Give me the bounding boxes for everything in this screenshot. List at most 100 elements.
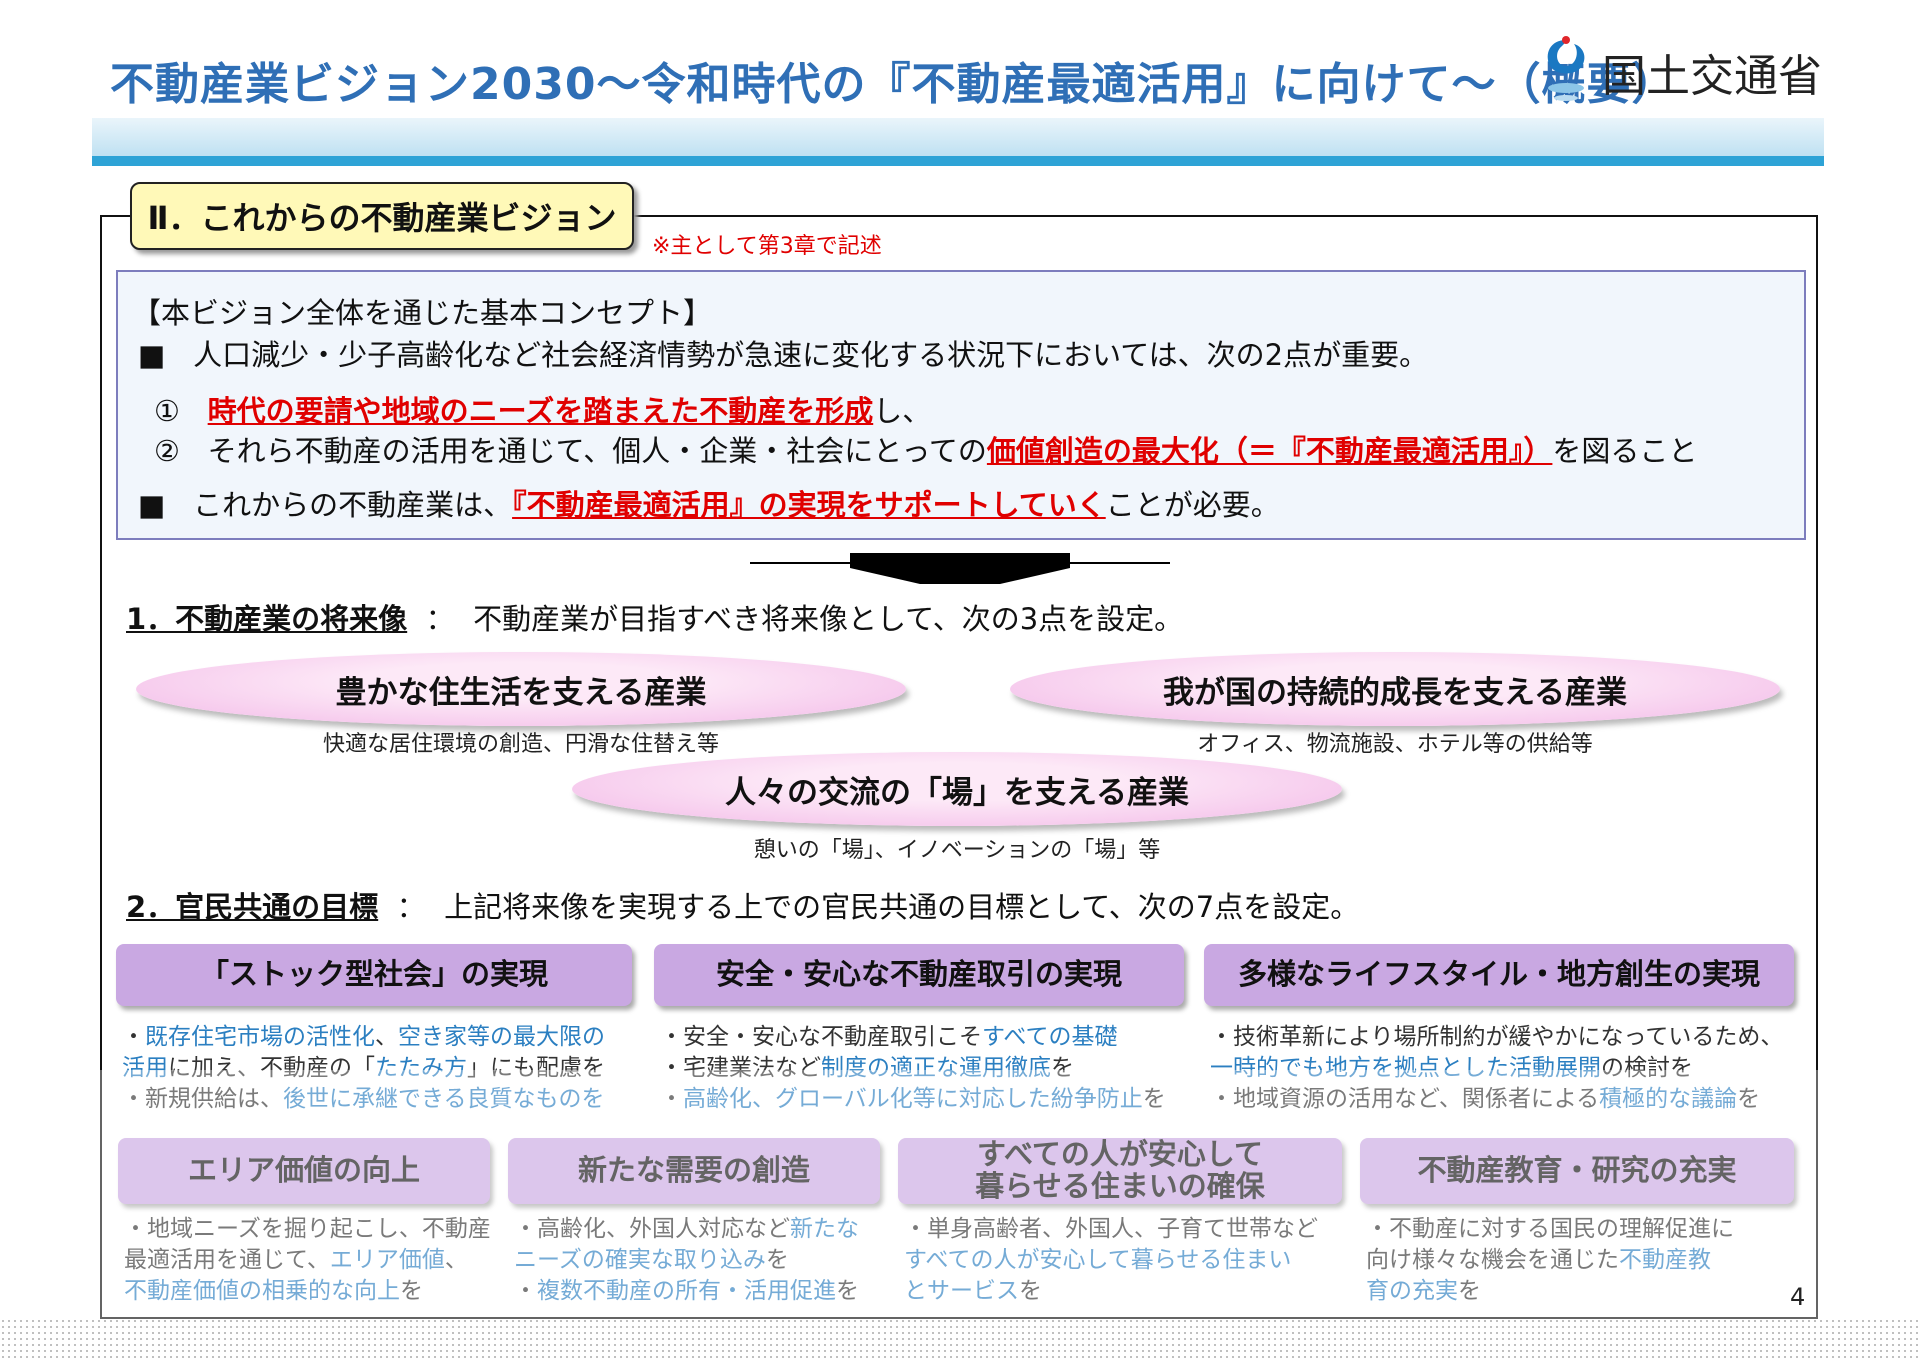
goal-box-1-2: 安全・安心な不動産取引の実現 [654,944,1184,1006]
goal-desc-segment: すべての基礎 [982,1024,1118,1050]
future-heading: 1．不動産業の将来像 [126,602,408,636]
goal-desc-segment: ニーズの確実な取り込み [514,1247,766,1273]
future-text: 不動産業が目指すべき将来像として、次の3点を設定。 [473,602,1184,636]
goal-desc-segment: を [400,1278,423,1304]
goal-desc-line: 一時的でも地方を拠点とした活動展開の検討を [1210,1053,1810,1084]
goal-desc-segment: とサービス [904,1278,1019,1304]
goal-desc-segment: 、 [375,1024,398,1050]
concept-item-1-rest: し、 [873,394,932,428]
goal-desc-segment: を [1142,1086,1166,1112]
concept-heading: 【本ビジョン全体を通じた基本コンセプト】 [132,296,713,330]
goal-desc-segment: ・地域資源の活用など、関係者による [1210,1086,1600,1112]
goal-desc-2-2: ・高齢化、外国人対応など新たなニーズの確実な取り込みを・複数不動産の所有・活用促… [514,1214,896,1307]
goal-desc-segment: 空き家等の最大限の [398,1024,605,1050]
goal-desc-segment: ・宅建業法など [660,1055,821,1081]
goal-desc-line: ・単身高齢者、外国人、子育て世帯など [904,1214,1358,1245]
goal-box-2-1: エリア価値の向上 [118,1138,490,1204]
goal-desc-2-4: ・不動産に対する国民の理解促進に向け様々な機会を通じた不動産教育の充実を [1366,1214,1810,1307]
goal-desc-segment: たたみ方 [375,1055,467,1081]
goal-desc-line: ・高齢化、グローバル化等に対応した紛争防止を [660,1084,1200,1115]
goal-desc-line: ・地域資源の活用など、関係者による積極的な議論を [1210,1084,1810,1115]
goal-desc-segment: ・単身高齢者、外国人、子育て世帯など [904,1216,1318,1242]
goal-desc-line: ・地域ニーズを掘り起こし、不動産 [124,1214,506,1245]
concept-bullet-2: ■ これからの不動産業は、『不動産最適活用』の実現をサポートしていくことが必要。 [138,482,1280,524]
goal-desc-segment: 高齢化、グローバル化等に対応した紛争防止 [683,1086,1143,1112]
goal-desc-segment: 制度の適正な運用徹底 [821,1055,1051,1081]
goal-desc-line: ・高齢化、外国人対応など新たな [514,1214,896,1245]
goal-desc-line: すべての人が安心して暮らせる住まい [904,1245,1358,1276]
goal-desc-segment: を [1051,1055,1074,1081]
concept-bullet-1: ■ 人口減少・少子高齢化など社会経済情勢が急速に変化する状況下においては、次の2… [138,332,1428,374]
goal-desc-segment: 不動産教 [1619,1247,1711,1273]
goal-desc-1-1: ・既存住宅市場の活性化、空き家等の最大限の活用に加え、不動産の「たたみ方」にも配… [122,1022,648,1115]
goal-desc-segment: 複数不動産の所有・活用促進 [537,1278,836,1304]
goal-desc-segment: 活用 [122,1055,168,1081]
goal-box-2-3: すべての人が安心して 暮らせる住まいの確保 [898,1138,1342,1204]
goal-desc-2-1: ・地域ニーズを掘り起こし、不動産最適活用を通じて、エリア価値、不動産価値の相乗的… [124,1214,506,1307]
concept-bullet-1-text: 人口減少・少子高齢化など社会経済情勢が急速に変化する状況下においては、次の2点が… [193,338,1429,372]
goal-desc-segment: 向け様々な機会を通じた [1366,1247,1619,1273]
future-item-1-sub: 快適な居住環境の創造、円滑な住替え等 [322,732,719,757]
goal-desc-segment: 既存住宅市場の活性化 [145,1024,375,1050]
goal-desc-segment: を [765,1247,789,1273]
ministry-name: 国土交通省 [1602,51,1822,102]
goal-desc-line: 育の充実を [1366,1276,1810,1307]
goal-desc-segment: 最適活用を通じて、 [124,1247,330,1273]
header-band [92,118,1824,156]
concept-bullet-2-pre: これからの不動産業は、 [193,488,513,522]
mlit-logo-icon [1547,36,1585,101]
future-item-3: 人々の交流の「場」を支える産業 [572,752,1342,826]
item-number: ② [154,434,180,468]
future-item-3-sub: 憩いの「場」、イノベーションの「場」等 [753,838,1161,863]
separator: ： [425,602,455,636]
separator: ： [396,890,426,924]
goal-desc-segment: ・ [660,1086,683,1112]
goal-desc-1-3: ・技術革新により場所制約が緩やかになっているため、一時的でも地方を拠点とした活動… [1210,1022,1810,1115]
goal-desc-segment: を [1019,1278,1042,1304]
concept-item-1: ① 時代の要請や地域のニーズを踏まえた不動産を形成し、 [154,388,931,430]
goal-desc-segment: ・ [514,1278,537,1304]
scan-dots [0,1318,1920,1358]
goal-desc-segment: 、 [444,1247,468,1273]
bullet-mark: ■ [138,488,166,522]
concept-item-2-emphasis: 価値創造の最大化（＝『不動産最適活用』） [986,434,1553,468]
goal-box-1-1: 「ストック型社会」の実現 [116,944,632,1006]
bullet-mark: ■ [138,338,166,372]
goals-heading-line: 2．官民共通の目標 ： 上記将来像を実現する上での官民共通の目標として、次の7点… [126,884,1359,926]
down-arrow-icon [750,553,1170,584]
goal-desc-segment: すべての人が安心して暮らせる住まい [904,1247,1292,1273]
concept-item-2: ② それら不動産の活用を通じて、個人・企業・社会にとっての価値創造の最大化（＝『… [154,428,1697,470]
concept-bullet-2-rest: ことが必要。 [1105,488,1280,522]
goal-desc-2-3: ・単身高齢者、外国人、子育て世帯などすべての人が安心して暮らせる住まいとサービス… [904,1214,1358,1307]
goal-desc-segment: 」にも配慮を [467,1055,605,1081]
goal-desc-segment: を [836,1278,859,1304]
future-item-1: 豊かな住生活を支える産業 [136,652,906,726]
future-heading-line: 1．不動産業の将来像 ： 不動産業が目指すべき将来像として、次の3点を設定。 [126,596,1183,638]
chapter-note: ※主として第3章で記述 [652,234,882,259]
goal-desc-segment: を [1458,1278,1481,1304]
goal-desc-line: とサービスを [904,1276,1358,1307]
goal-desc-segment: 積極的な議論 [1599,1086,1738,1112]
goal-desc-segment: エリア価値 [329,1247,445,1273]
concept-box: 【本ビジョン全体を通じた基本コンセプト】 ■ 人口減少・少子高齢化など社会経済情… [116,270,1806,540]
goal-box-2-4: 不動産教育・研究の充実 [1360,1138,1794,1204]
concept-item-1-emphasis: 時代の要請や地域のニーズを踏まえた不動産を形成 [207,394,874,428]
goal-desc-segment: ・安全・安心な不動産取引こそ [660,1024,982,1050]
goal-desc-line: ・新規供給は、後世に承継できる良質なものを [122,1084,648,1115]
concept-item-2-rest: を図ること [1552,434,1698,468]
concept-bullet-2-emphasis: 『不動産最適活用』の実現をサポートしていく [512,488,1106,522]
header-band-line [92,156,1824,166]
goal-desc-segment: 新たな [790,1216,859,1242]
future-item-2-sub: オフィス、物流施設、ホテル等の供給等 [1197,732,1593,757]
goal-desc-segment: を [1737,1086,1761,1112]
goal-desc-segment: ・不動産に対する国民の理解促進に [1366,1216,1734,1242]
goal-desc-line: ・複数不動産の所有・活用促進を [514,1276,896,1307]
goal-desc-line: ・技術革新により場所制約が緩やかになっているため、 [1210,1022,1810,1053]
scan-overlay [0,1070,1920,1358]
goal-desc-line: 活用に加え、不動産の「たたみ方」にも配慮を [122,1053,648,1084]
future-item-2: 我が国の持続的成長を支える産業 [1010,652,1780,726]
page-number: 4 [1790,1283,1806,1311]
page-title: 不動産業ビジョン2030～令和時代の『不動産最適活用』に向けて～（概要） [110,59,1677,110]
goal-desc-segment: ・ [122,1024,145,1050]
goal-desc-line: 最適活用を通じて、エリア価値、 [124,1245,506,1276]
